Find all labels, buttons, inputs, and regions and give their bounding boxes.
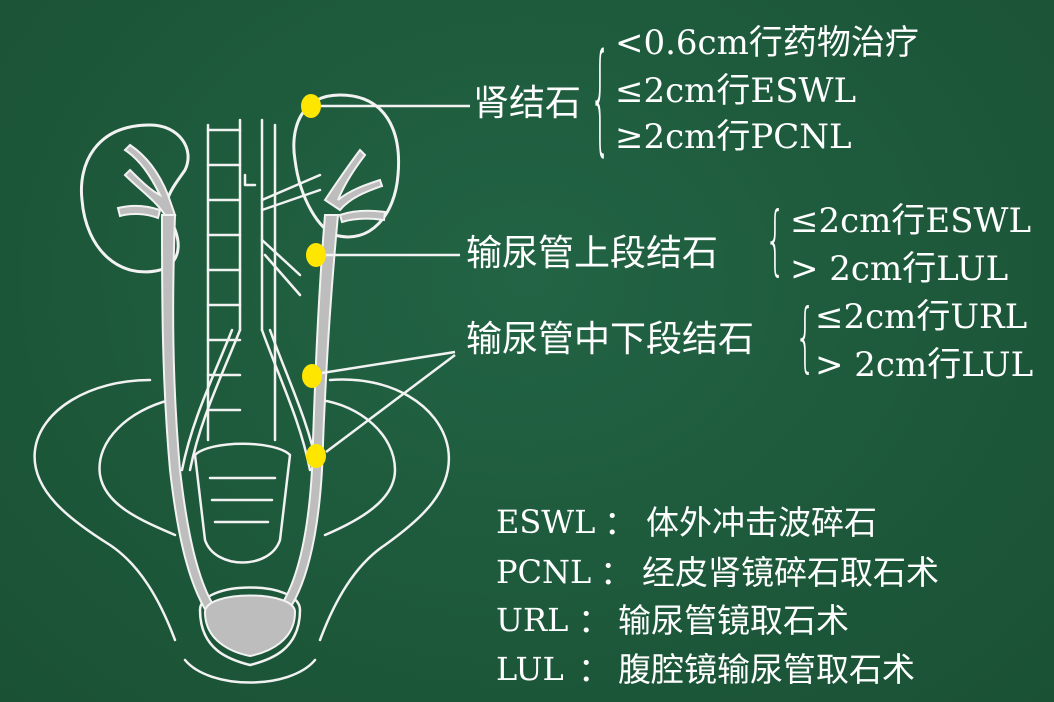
upper-ureter-brace: {: [765, 197, 786, 285]
lower-ureter-leader-line: [325, 354, 456, 453]
lower-ureter-stone-marker: [306, 444, 326, 468]
upper-ureter-option: ≤2cm行ESWL: [790, 201, 1032, 241]
pelvis-right-wing: [318, 378, 451, 642]
sacrum: [193, 442, 292, 564]
abbreviation-meaning: 腹腔镜输尿管取石术: [618, 650, 915, 689]
abbreviation-separator: ：: [604, 503, 637, 542]
abbreviation-separator: ：: [578, 601, 611, 640]
mid-lower-ureter-brace: {: [795, 294, 816, 382]
upper-ureter-stone-marker: [306, 243, 326, 267]
abbreviation-separator: ：: [600, 553, 633, 592]
abbreviation-separator: ：: [578, 650, 611, 689]
abbreviation-term: ESWL: [496, 503, 596, 541]
left-renal-pelvis: [123, 143, 177, 216]
pelvis-left-inner: [98, 398, 177, 537]
mid-lower-ureter-stone-label: 输尿管中下段结石: [466, 319, 755, 360]
kidney-stone-label: 肾结石: [473, 83, 582, 124]
kidney-brace: {: [590, 31, 611, 169]
abbreviation-term: URL: [496, 601, 569, 639]
kidney-option: ≥2cm行PCNL: [615, 117, 852, 157]
abbreviation-term: LUL: [496, 650, 564, 688]
aorta: [238, 118, 264, 332]
bladder-outline: [198, 586, 302, 667]
pelvis-left-wing: [33, 378, 177, 642]
bladder: [203, 594, 297, 658]
right-ureter: [276, 214, 340, 617]
middle-ureter-stone-marker: [302, 364, 322, 388]
upper-ureter-option: > 2cm行LUL: [790, 249, 1009, 289]
kidney-stone-marker: [301, 94, 321, 118]
mid-lower-ureter-option: ≤2cm行URL: [815, 297, 1028, 337]
left-ureter: [160, 214, 222, 622]
kidney-option: <0.6cm行药物治疗: [615, 23, 919, 63]
upper-ureter-stone-label: 输尿管上段结石: [466, 233, 719, 274]
abbreviation-term: PCNL: [496, 553, 592, 591]
abbreviation-meaning: 经皮肾镜碎石取石术: [642, 553, 939, 592]
abbreviation-meaning: 输尿管镜取石术: [618, 601, 849, 640]
mid-lower-ureter-option: > 2cm行LUL: [815, 345, 1034, 385]
right-renal-pelvis: [323, 148, 384, 212]
pelvis-right-inner: [318, 398, 397, 537]
middle-ureter-leader-line: [321, 350, 456, 375]
abbreviation-meaning: 体外冲击波碎石: [646, 503, 877, 542]
kidney-option: ≤2cm行ESWL: [615, 71, 857, 111]
